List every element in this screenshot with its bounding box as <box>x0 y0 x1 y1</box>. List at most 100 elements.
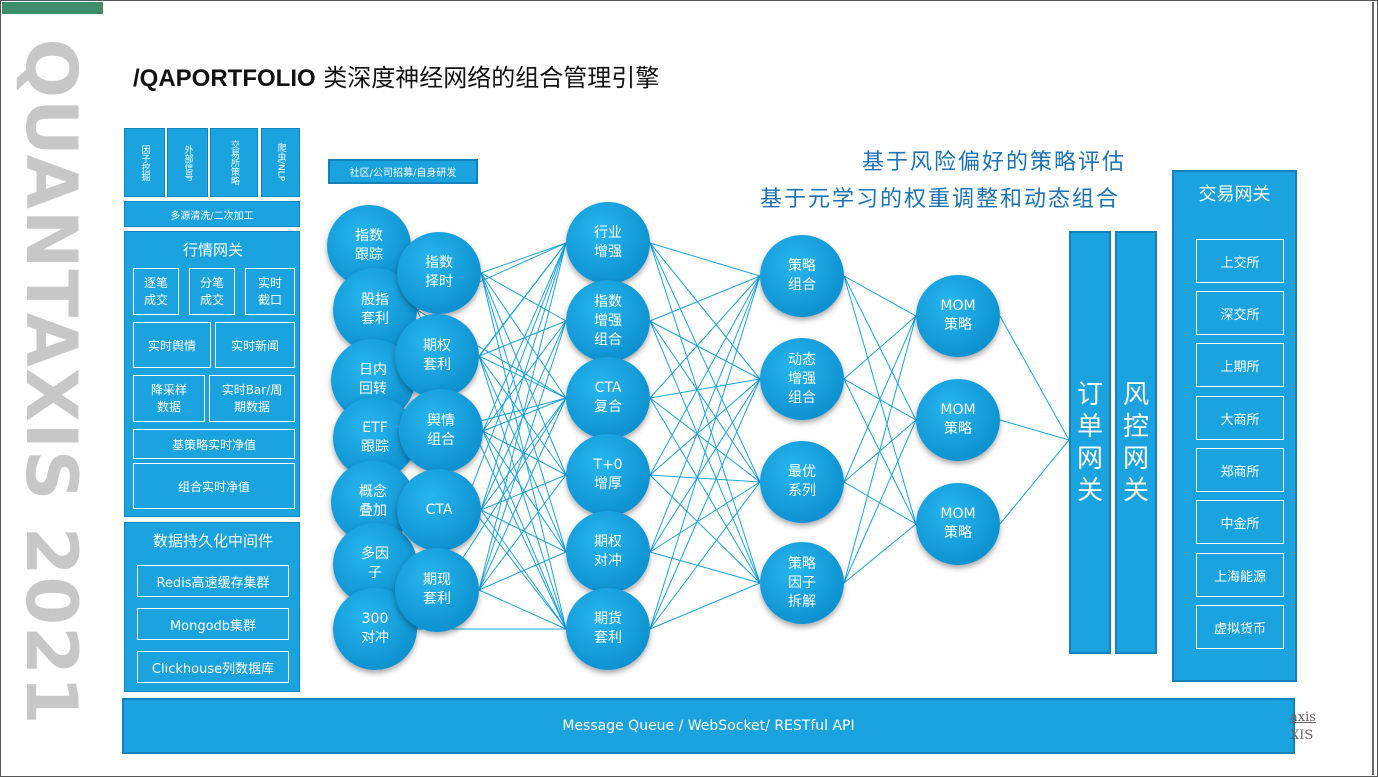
community-tag: 社区/公司招募/自身研发 <box>328 159 478 184</box>
exchange-gateway-panel: 交易网关 上交所 深交所 上期所 大商所 郑商所 中金所 上海能源 虚拟货币 <box>1172 170 1297 682</box>
node-option-arbitrage[interactable]: 期权 套利 <box>395 314 479 398</box>
persistence-mongodb-label: Mongodb集群 <box>169 618 257 634</box>
mg-item-5-label: 实时新闻 <box>230 338 279 353</box>
link-74 <box>843 523 917 584</box>
processing-label: 多源清洗/二次加工 <box>170 210 254 222</box>
link-25 <box>478 320 567 591</box>
link-57 <box>649 481 761 553</box>
mg-item-2-label: 分笔成交 <box>199 275 224 307</box>
mg-item-2: 分笔成交 <box>189 268 235 315</box>
node-strategy-combo[interactable]: 策略 组合 <box>760 235 844 317</box>
link-61 <box>649 481 761 630</box>
mg-item-4: 实时舆情 <box>133 322 211 368</box>
mg-item-8: 基策略实时净值 <box>133 429 295 459</box>
persistence-redis-label: Redis高速缓存集群 <box>156 575 270 591</box>
link-2 <box>480 272 567 399</box>
mg-item-1-label: 逐笔成交 <box>143 275 168 307</box>
node-sector-enhance[interactable]: 行业 增强 <box>566 202 650 284</box>
link-56 <box>649 378 761 553</box>
footer-brand-line-1: axis <box>1290 710 1316 725</box>
link-51 <box>649 275 761 476</box>
exchange-sse-label: 上交所 <box>1220 255 1260 271</box>
node-mom-2[interactable]: MOM 策略 <box>916 379 1000 461</box>
source-box-4: 爬虫/NLP <box>261 128 300 197</box>
node-dynamic-combo[interactable]: 动态 增强 组合 <box>760 338 844 420</box>
link-60 <box>649 378 761 630</box>
page-title: /QAPORTFOLIO 类深度神经网络的组合管理引擎 <box>133 58 659 93</box>
link-53 <box>649 474 761 483</box>
exchange-shfe-label: 上期所 <box>1220 359 1260 375</box>
link-41 <box>649 242 761 483</box>
link-49 <box>649 397 761 483</box>
order-gateway-label: 订 单 网 关 <box>1076 379 1103 506</box>
order-gateway: 订 单 网 关 <box>1069 231 1111 654</box>
link-16 <box>482 430 567 553</box>
exchange-ine-label: 上海能源 <box>1213 569 1266 585</box>
node-index-timing[interactable]: 指数 择时 <box>397 232 481 314</box>
source-label-1: 因子挖掘 <box>139 144 150 181</box>
source-label-3: 交易所策略 <box>229 140 239 185</box>
link-44 <box>649 320 761 380</box>
exchange-szse: 深交所 <box>1196 291 1284 335</box>
mg-item-9: 组合实时净值 <box>133 463 295 509</box>
source-label-2: 外部信号 <box>182 144 193 181</box>
link-40 <box>649 242 761 380</box>
link-24 <box>478 242 567 591</box>
link-72 <box>843 315 917 584</box>
node-sentiment[interactable]: 舆情 组合 <box>399 389 483 473</box>
node-index-enhance[interactable]: 指数 增强 组合 <box>566 280 650 362</box>
node-optimal-series[interactable]: 最优 系列 <box>760 441 844 523</box>
message-bus: Message Queue / WebSocket/ RESTful API <box>122 698 1295 754</box>
link-55 <box>649 275 761 553</box>
link-13 <box>482 320 567 432</box>
link-63 <box>843 275 917 317</box>
message-bus-label: Message Queue / WebSocket/ RESTful API <box>562 718 855 734</box>
footer-brand-line-2: XIS <box>1290 728 1314 743</box>
link-71 <box>843 481 917 525</box>
title-rest: 类深度神经网络的组合管理引擎 <box>315 64 660 92</box>
node-cta-1[interactable]: CTA <box>397 469 481 551</box>
mg-item-8-label: 基策略实时净值 <box>171 437 256 452</box>
headline-meta: 基于元学习的权重调整和动态组合 <box>760 187 1121 212</box>
node-t0[interactable]: T+0 增厚 <box>566 434 650 516</box>
mg-item-7-label: 实时Bar/周期数据 <box>221 382 283 414</box>
exchange-crypto: 虚拟货币 <box>1196 605 1284 649</box>
source-label-4: 爬虫/NLP <box>275 143 286 182</box>
link-28 <box>478 551 567 591</box>
market-gateway-panel: 行情网关 逐笔成交 分笔成交 实时截口 实时舆情 实时新闻 降采样数据 实时Ba… <box>124 231 300 517</box>
persistence-mongodb: Mongodb集群 <box>137 608 289 640</box>
node-mom-3[interactable]: MOM 策略 <box>916 483 1000 565</box>
link-77 <box>999 439 1070 525</box>
link-54 <box>649 474 761 584</box>
mg-item-9-label: 组合实时净值 <box>177 479 250 494</box>
exchange-szse-label: 深交所 <box>1220 307 1260 323</box>
mg-item-5: 实时新闻 <box>215 322 295 368</box>
node-option-hedge[interactable]: 期权 对冲 <box>566 511 650 593</box>
persistence-redis: Redis高速缓存集群 <box>137 565 289 597</box>
link-75 <box>999 315 1070 441</box>
link-73 <box>843 419 917 584</box>
exchange-czce: 郑商所 <box>1196 448 1284 492</box>
footer-brand: axis XIS <box>1290 709 1316 745</box>
node-cta-composite[interactable]: CTA 复合 <box>566 357 650 439</box>
exchange-cffex: 中金所 <box>1196 500 1284 544</box>
node-futures-spot[interactable]: 期现 套利 <box>395 548 479 632</box>
exchange-shfe: 上期所 <box>1196 343 1284 387</box>
link-66 <box>843 315 917 380</box>
source-box-3: 交易所策略 <box>210 128 258 197</box>
market-gateway-title: 行情网关 <box>182 240 243 259</box>
node-futures-arbitrage[interactable]: 期货 套利 <box>566 588 650 670</box>
node-mom-1[interactable]: MOM 策略 <box>916 275 1000 357</box>
exchange-cffex-label: 中金所 <box>1220 516 1260 532</box>
link-12 <box>482 242 567 432</box>
link-39 <box>649 242 761 277</box>
link-18 <box>480 242 567 511</box>
exchange-ine: 上海能源 <box>1196 553 1284 597</box>
accent-bar <box>2 2 103 14</box>
link-3 <box>480 272 567 476</box>
mg-item-3: 实时截口 <box>245 268 295 315</box>
persistence-clickhouse: Clickhouse列数据库 <box>137 651 289 683</box>
exchange-gateway-title: 交易网关 <box>1198 184 1271 205</box>
node-factor-decompose[interactable]: 策略 因子 拆解 <box>760 542 844 624</box>
link-27 <box>478 474 567 591</box>
